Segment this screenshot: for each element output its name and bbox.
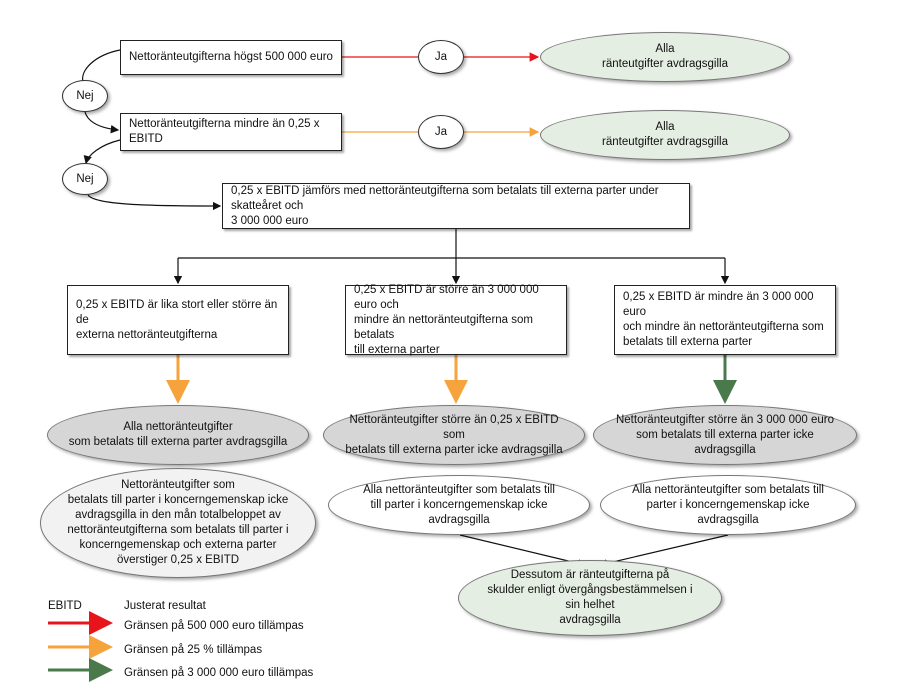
group-3-line-2: parter i koncerngemenskap icke avdragsgi… [646,498,810,526]
question-500000-text: Nettoränteutgifterna högst 500 000 euro [129,51,333,63]
arrow-q2-no2 [83,139,121,165]
result-1-line-1: Alla [655,43,675,55]
comparison-box: 0,25 x EBITD jämförs med nettoränteutgif… [222,183,690,229]
case-2-line-1: 0,25 x EBITD är större än 3 000 000 euro… [354,283,539,311]
outcome-1-line-2: som betalats till externa parter avdrags… [68,436,288,448]
group-1-line-2: betalats till parter i koncerngemenskap … [67,494,289,506]
question-500000: Nettoränteutgifterna högst 500 000 euro [120,40,342,75]
case-3-line-1: 0,25 x EBITD är mindre än 3 000 000 euro [623,291,814,318]
no-label-1: Nej [76,89,94,102]
final-ellipse: Dessutom är ränteutgifterna på skulder en… [458,560,722,636]
outcome-2-line-2: betalats till externa parter icke avdrag… [345,443,563,456]
case-3-line-3: betalats till externa parter [623,336,753,348]
no-ellipse-1: Nej [62,80,108,112]
legend-item-red-label: Gränsen på 500 000 euro tillämpas [124,620,304,632]
group-1-line-1: Nettoränteutgifter som [121,479,235,491]
case-2-line-3: till externa parter [354,343,440,356]
result-2-line-1: Alla [655,121,675,133]
outcome-2-line-1: Nettoränteutgifter större än 0,25 x EBIT… [349,413,559,441]
yes-ellipse-1: Ja [418,40,464,74]
arrow-group3-final [598,534,729,568]
outcome-1-line-1: Alla nettoränteutgifter [123,421,233,433]
case-box-1: 0,25 x EBITD är lika stort eller större … [67,285,289,355]
group-1-line-4: nettoränteutgifterna som betalats till p… [67,524,289,536]
result-2-line-2: ränteutgifter avdragsgilla [602,136,728,148]
legend-item-orange-label: Gränsen på 25 % tillämpas [124,644,263,656]
no-label-2: Nej [76,172,94,185]
outcome-ellipse-3: Nettoränteutgifter större än 3 000 000 e… [593,405,857,465]
result-all-deductible-2: Alla ränteutgifter avdragsgilla [540,110,790,160]
group-2-line-1: Alla nettoränteutgifter som betalats til… [363,483,555,496]
case-1-line-2: externa nettoränteutgifterna [76,328,218,341]
group-ellipse-3: Alla nettoränteutgifter som betalats til… [600,475,856,535]
outcome-3-line-2: som betalats till externa parter icke av… [636,428,814,456]
yes-ellipse-2: Ja [418,115,464,149]
legend-abbr: EBITD [48,600,82,612]
final-line-2: skulder enligt övergångsbestämmelsen i s… [487,584,693,611]
group-ellipse-1: Nettoränteutgifter som betalats till part… [40,468,316,578]
group-1-line-5: koncerngemenskap och externa parter [79,539,277,551]
group-3-line-1: Alla nettoränteutgifter som betalats til… [632,483,824,496]
question-ebitd: Nettoränteutgifterna mindre än 0,25 x EB… [120,113,342,151]
group-ellipse-2: Alla nettoränteutgifter som betalats til… [328,475,590,535]
case-2-line-2: mindre än nettoränteutgifterna som betal… [354,313,533,341]
case-box-2: 0,25 x EBITD är större än 3 000 000 euro… [345,283,567,356]
outcome-ellipse-1: Alla nettoränteutgifter som betalats till… [47,405,309,465]
case-box-3: 0,25 x EBITD är mindre än 3 000 000 euro… [614,285,836,355]
group-1-line-6: överstiger 0,25 x EBITD [116,554,240,566]
result-all-deductible-1: Alla ränteutgifter avdragsgilla [540,32,790,82]
no-ellipse-2: Nej [62,163,108,195]
outcome-ellipse-2: Nettoränteutgifter större än 0,25 x EBIT… [323,405,585,465]
yes-label-1: Ja [434,50,448,63]
outcome-3-line-1: Nettoränteutgifter större än 3 000 000 e… [615,413,834,426]
group-2-line-2: till parter i koncerngemenskap icke avdr… [370,498,548,526]
comparison-line-1: 0,25 x EBITD jämförs med nettoränteutgif… [231,184,659,212]
case-1-line-1: 0,25 x EBITD är lika stort eller större … [76,298,278,326]
yes-label-2: Ja [434,125,448,138]
question-ebitd-text: Nettoränteutgifterna mindre än 0,25 x EB… [129,118,320,145]
final-line-1: Dessutom är ränteutgifterna på [510,569,670,581]
comparison-line-2: 3 000 000 euro [231,214,309,227]
legend-item-green-label: Gränsen på 3 000 000 euro tillämpas [124,667,314,679]
case-3-line-2: och mindre än nettoränteutgifterna som [623,321,824,333]
legend-abbr-desc: Justerat resultat [124,600,206,612]
group-1-line-3: avdragsgilla in den mån totalbeloppet av [75,509,281,521]
connector-q1-no [82,49,121,83]
arrow-no1-q2 [84,111,120,134]
arrow-no2-compare [87,194,222,211]
result-1-line-2: ränteutgifter avdragsgilla [602,58,728,70]
final-line-3: avdragsgilla [559,614,621,626]
